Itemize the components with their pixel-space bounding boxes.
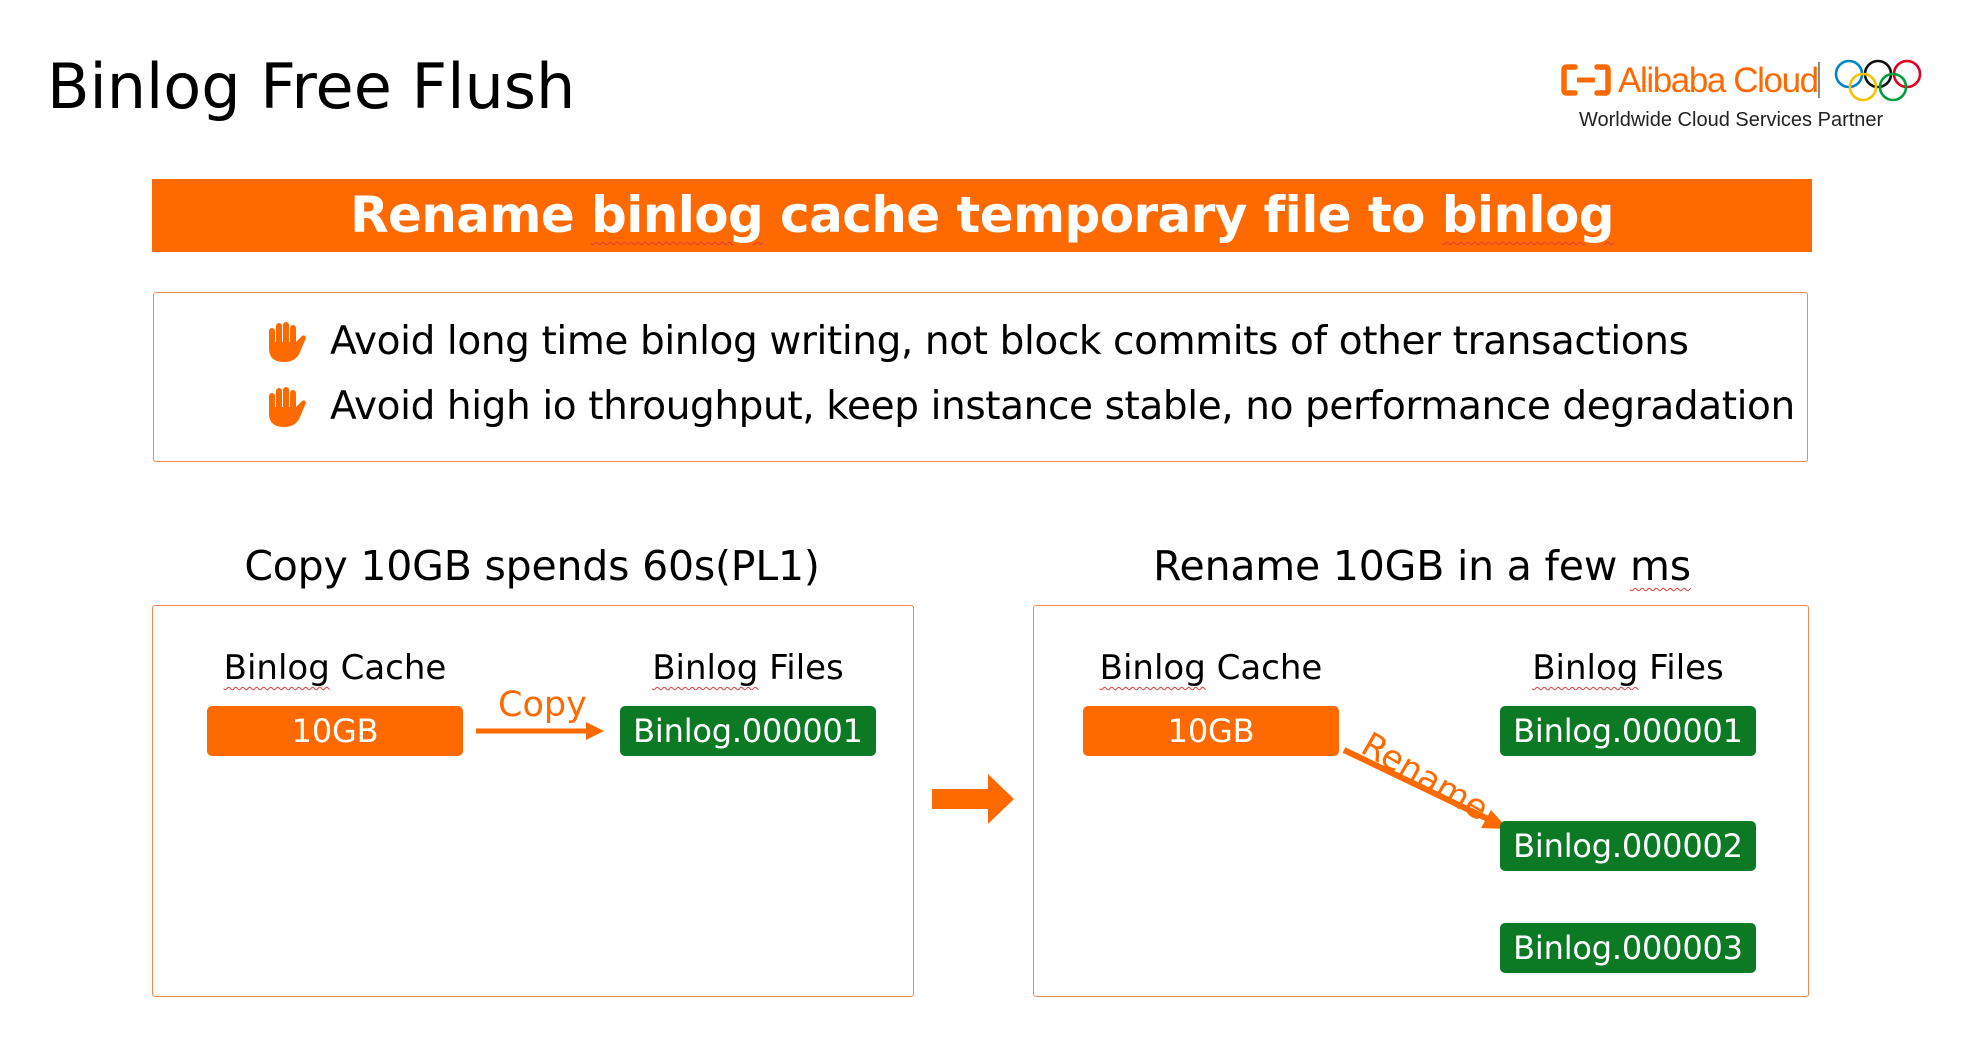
rename-cache-box: 10GB [1083,706,1339,756]
rename-file-box: Binlog.000003 [1500,923,1756,973]
benefit-item: Avoid high io throughput, keep instance … [262,380,1795,434]
headline-text: Rename binlog cache temporary file to bi… [350,179,1614,252]
copy-section-title: Copy 10GB spends 60s(PL1) [244,542,820,590]
arrow-right-icon [932,774,1014,824]
copy-panel [152,605,914,997]
label-part: Cache [1205,648,1323,688]
benefit-text: Avoid high io throughput, keep instance … [330,384,1795,429]
headline-banner: Rename binlog cache temporary file to bi… [152,179,1812,252]
slide-title: Binlog Free Flush [47,50,576,123]
rename-cache-label: Binlog Cache [1083,645,1339,691]
copy-action-label: Copy [498,685,587,725]
label-part: Binlog [223,648,330,688]
logo-tagline: Worldwide Cloud Services Partner [1579,109,1884,131]
headline-part: cache temporary file to [763,186,1442,244]
headline-part: binlog [591,186,764,244]
raised-hand-icon [269,387,306,427]
label-part: Binlog [1532,648,1639,688]
label-part: Files [758,648,844,688]
copy-cache-box: 10GB [207,706,463,756]
label-part: Files [1638,648,1724,688]
headline-part: Rename [350,186,592,244]
raised-hand-icon [269,322,306,362]
copy-arrow-icon [476,722,604,740]
alibaba-cloud-logo: Alibaba Cloud Worldwide Cloud Services P… [1555,58,1935,138]
rename-files-label: Binlog Files [1500,645,1756,691]
copy-files-label: Binlog Files [620,645,876,691]
benefits-box: Avoid long time binlog writing, not bloc… [153,292,1808,462]
logo-separator [1818,62,1820,98]
alibaba-cloud-mark-icon [1561,64,1611,96]
benefit-text: Avoid long time binlog writing, not bloc… [330,319,1689,364]
rename-section-title: Rename 10GB in a few ms [1032,538,1812,594]
rename-file-box: Binlog.000001 [1500,706,1756,756]
benefit-item: Avoid long time binlog writing, not bloc… [262,315,1689,369]
title-part: ms [1629,542,1691,590]
copy-file-box: Binlog.000001 [620,706,876,756]
copy-cache-label: Binlog Cache [207,645,463,691]
label-part: Binlog [1099,648,1206,688]
title-part: Rename 10GB in a few [1153,542,1630,590]
headline-part: binlog [1441,186,1615,244]
label-part: Cache [329,648,447,688]
logo-brand-text: Alibaba Cloud [1618,61,1819,100]
olympic-rings-icon [1834,59,1922,102]
rename-file-box: Binlog.000002 [1500,821,1756,871]
label-part: Binlog [652,648,759,688]
